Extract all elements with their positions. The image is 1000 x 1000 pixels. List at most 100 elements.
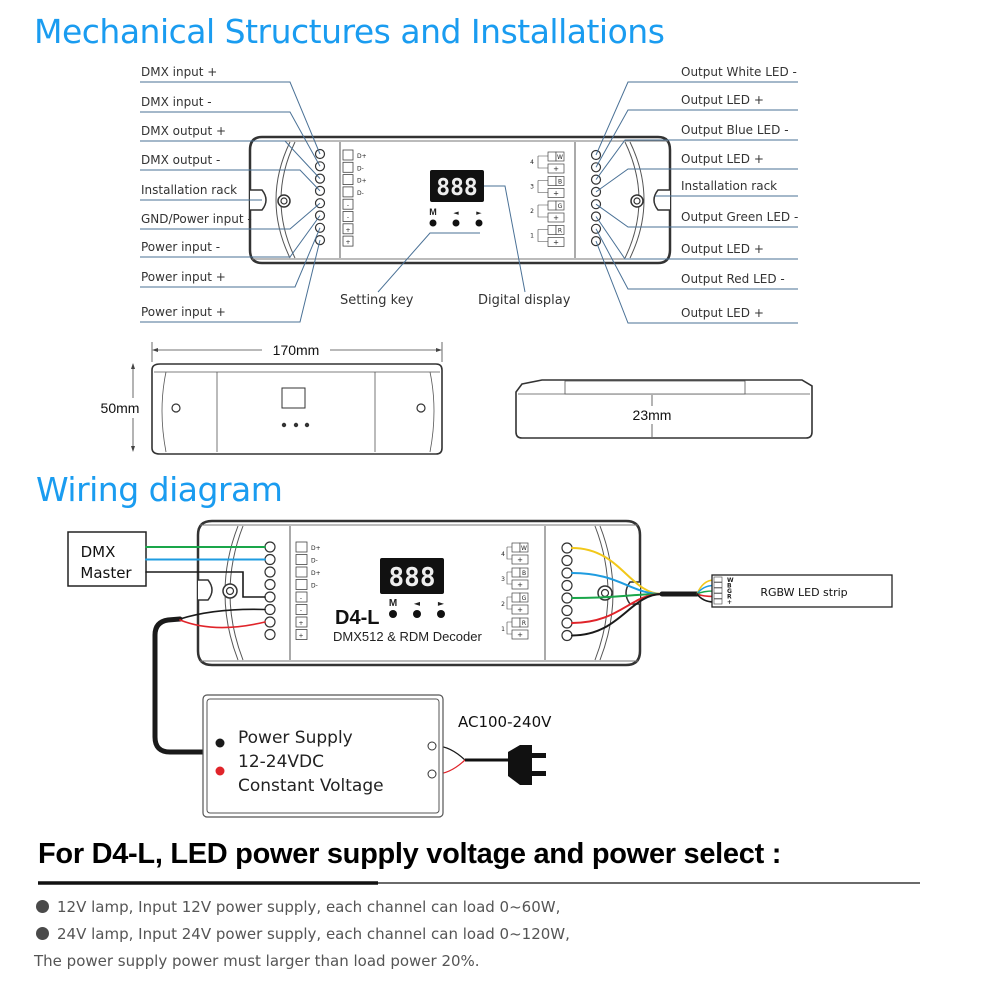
channel-box [519, 542, 529, 553]
channel-plus-box [547, 188, 565, 198]
channel-plus-label: + [553, 190, 559, 198]
input-terminal-holes [314, 148, 326, 246]
right-callout-label: Output LED + [681, 93, 764, 107]
key-left-button[interactable] [452, 219, 460, 227]
bullet-icon [36, 927, 49, 940]
channel-box [511, 592, 521, 603]
channel-connector [537, 155, 548, 169]
terminal-hole [264, 578, 276, 591]
wiring-output-labels: W+4B+3G+2R+1 [501, 542, 529, 640]
right-callout-label: Installation rack [681, 179, 778, 193]
terminal-hole [561, 617, 573, 629]
model-name: D4-L [335, 607, 379, 629]
terminal-box [342, 149, 354, 161]
terminal-hole [264, 566, 276, 578]
terminal-box [342, 235, 354, 247]
terminal-box [295, 629, 308, 640]
wiring-key-m-label: M [389, 598, 397, 609]
key-right-button[interactable] [475, 219, 483, 227]
terminal-box [295, 566, 308, 578]
width-dimension: 50mm [101, 400, 140, 416]
channel-color-label: R [558, 228, 562, 235]
right-callout-label: Output Blue LED - [681, 123, 789, 137]
channel-box [519, 617, 529, 628]
wiring-digital-display [380, 558, 444, 594]
terminal-label: + [345, 239, 350, 246]
channel-box [555, 151, 565, 162]
dimension-top-view: 170mm 50mm [97, 342, 443, 455]
wiring-display-digits: 888 [389, 563, 436, 593]
channel-box [555, 176, 565, 186]
dimension-side-view: 23mm [515, 379, 813, 439]
dmx-wire-gnd [145, 571, 266, 598]
wiring-key-right-button[interactable] [437, 610, 445, 618]
right-callout-label: Output Green LED - [681, 210, 799, 224]
channel-plus-label: + [517, 606, 523, 614]
wires [145, 546, 715, 775]
terminal-label: - [347, 202, 349, 209]
terminal-box [342, 211, 354, 222]
strip-pin-box [713, 587, 723, 594]
channel-color-label: B [522, 570, 526, 577]
channel-number: 3 [530, 184, 534, 191]
terminal-hole [561, 579, 573, 592]
setting-key-label: Setting key [340, 293, 414, 308]
terminal-label: D- [357, 190, 364, 197]
key-m-button[interactable] [429, 219, 437, 227]
channel-plus-label: + [517, 581, 523, 589]
mechanical-section-title: Mechanical Structures and Installations [34, 12, 665, 51]
output-channel-labels: W+4B+3G+2R+1 [530, 151, 565, 247]
channel-box [547, 200, 557, 211]
channel-plus-box [547, 163, 565, 174]
terminal-label: - [300, 595, 302, 602]
left-callout-label: DMX output + [141, 124, 227, 138]
terminal-box [342, 161, 354, 173]
left-callout-label: Power input + [141, 270, 226, 284]
wiring-input-labels: D+D-D+D---++ [295, 541, 321, 640]
channel-color-label: G [558, 203, 563, 210]
terminal-label: - [347, 215, 349, 222]
channel-plus-box [547, 212, 565, 223]
terminal-hole [264, 553, 276, 566]
digital-display-label: Digital display [478, 293, 571, 308]
terminal-box [342, 198, 354, 210]
terminal-label: D- [311, 558, 318, 565]
strip-pin-box [713, 582, 723, 588]
wiring-key-m-button[interactable] [389, 610, 397, 618]
channel-number: 3 [501, 576, 505, 583]
left-callout-label: GND/Power input - [141, 212, 252, 226]
right-callout-label: Output LED + [681, 152, 764, 166]
channel-box [519, 567, 529, 578]
terminal-label: D+ [357, 153, 367, 160]
terminal-box [295, 541, 308, 553]
terminal-box [295, 579, 308, 590]
length-dimension: 170mm [273, 342, 320, 358]
channel-connector [537, 180, 548, 193]
bullet-icon [36, 900, 49, 913]
terminal-box [295, 554, 308, 565]
channel-color-label: R [522, 620, 526, 627]
wiring-key-left-button[interactable] [413, 610, 421, 618]
callout-line [140, 239, 321, 323]
output-wire-plus [571, 593, 663, 637]
terminal-hole [561, 604, 573, 617]
terminal-label: + [298, 633, 303, 640]
right-callout-label: Output Red LED - [681, 272, 785, 286]
left-callout-label: DMX input + [141, 65, 218, 79]
channel-color-label: W [557, 154, 563, 161]
callout-line [140, 227, 321, 288]
led-strip-label: RGBW LED strip [760, 586, 847, 599]
strip-pin-label: + [727, 599, 732, 606]
channel-plus-label: + [517, 556, 523, 564]
channel-plus-box [511, 604, 529, 615]
channel-box [511, 617, 521, 628]
setting-key-callout [377, 232, 480, 293]
terminal-hole [264, 541, 276, 553]
terminal-label: D+ [311, 545, 321, 552]
power-wire-red [179, 619, 266, 629]
psu-label-1: Power Supply [238, 728, 353, 748]
callout-lines [140, 81, 798, 324]
left-callout-label: Power input + [141, 305, 226, 319]
terminal-label: + [298, 620, 303, 627]
